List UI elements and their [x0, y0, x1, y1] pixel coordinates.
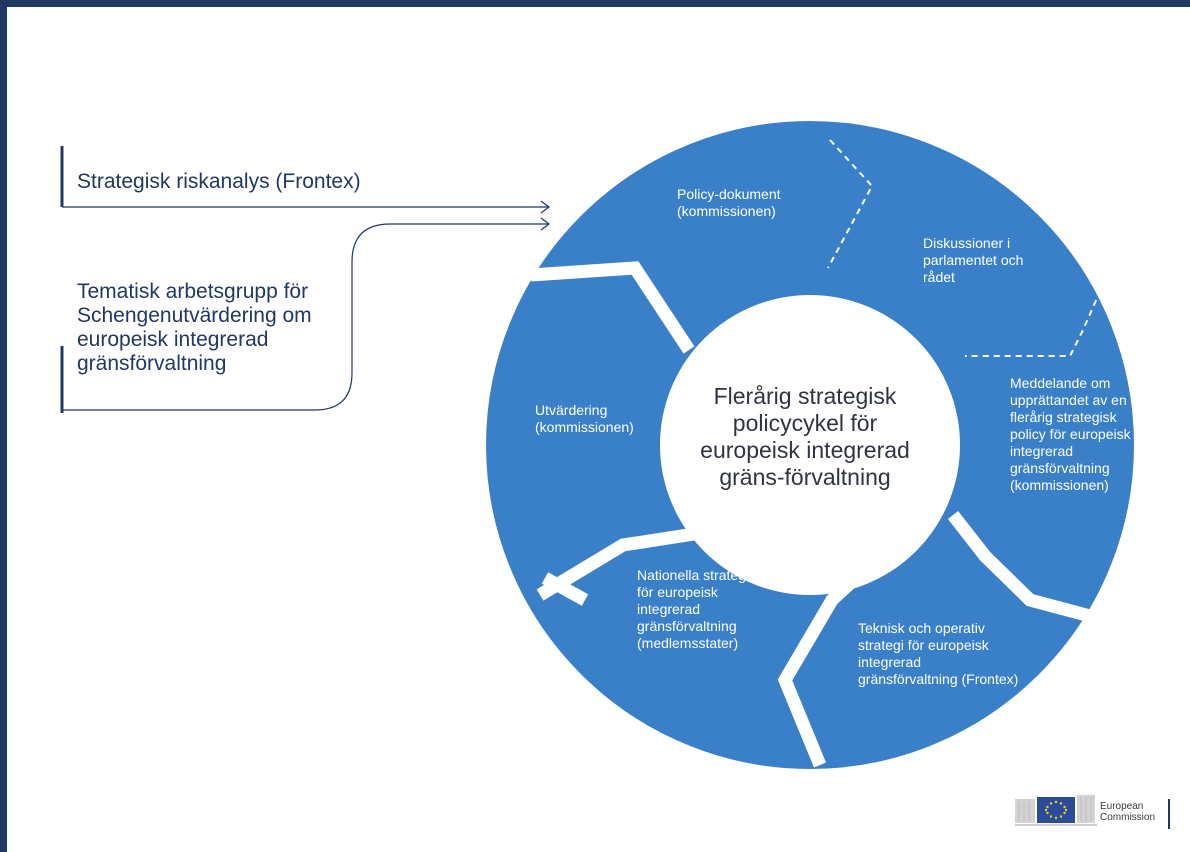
stage-parliament-council: Diskussioner i parlamentet och rådet: [923, 235, 1024, 285]
stage-evaluation: Utvärdering (kommissionen): [535, 402, 634, 435]
logo-line-commission: Commission: [1100, 812, 1156, 823]
logo-wordmark: European Commission: [1100, 801, 1155, 823]
dashed-separators: [827, 139, 1106, 357]
cycle-ring: [486, 121, 1134, 769]
logo-line-european: European: [1100, 801, 1144, 812]
arrow-head-2: [540, 217, 550, 231]
arrow-head-1: [540, 200, 550, 214]
input-thematic-working-group: Tematisk arbetsgrupp för Schengenutvärde…: [77, 280, 312, 375]
connector-line-2: [62, 223, 548, 411]
input-strategic-risk-analysis: Strategisk riskanalys (Frontex): [77, 170, 361, 193]
cycle-center-title: Flerårig strategisk policycykel för euro…: [700, 383, 910, 490]
stage-national-strategies: Nationella strategier för europeisk inte…: [637, 567, 762, 651]
european-commission-logo: [1015, 795, 1097, 826]
stage-policy-document: Policy-dokument (kommissionen): [677, 186, 781, 219]
stage-communication: Meddelande om upprättandet av en fleråri…: [1010, 375, 1131, 493]
stage-technical-operational-strategy: Teknisk och operativ strategi för europe…: [858, 620, 1019, 687]
logo-divider: [1168, 799, 1170, 829]
center-circle: [662, 297, 958, 593]
